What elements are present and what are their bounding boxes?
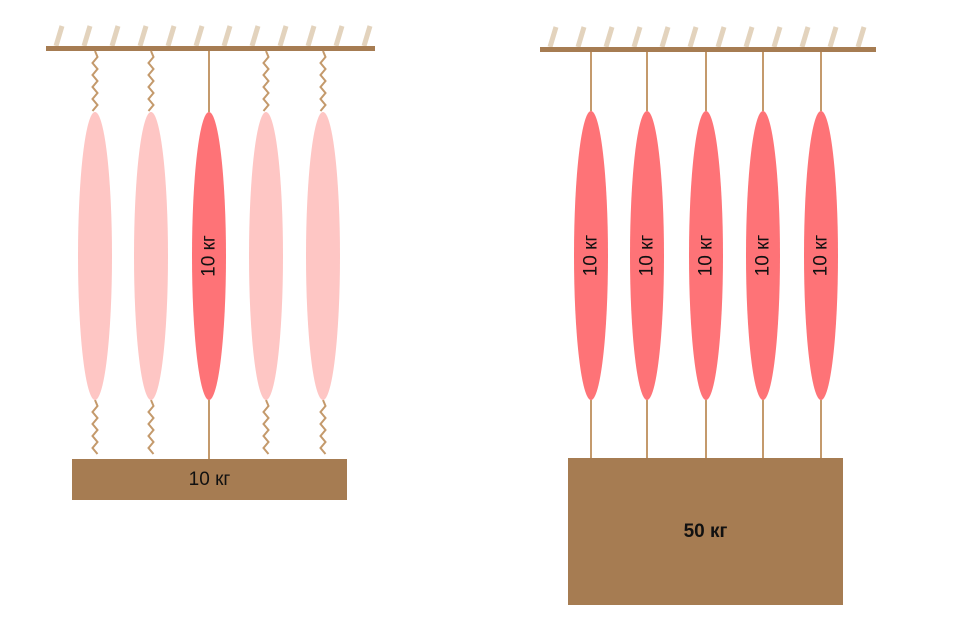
tendon-bottom: [91, 399, 99, 455]
tendon-bottom: [319, 399, 327, 455]
ceiling-hatch: [277, 25, 289, 47]
ceiling-hatch: [687, 26, 699, 48]
ceiling-bar: [540, 47, 876, 52]
ceiling-hatch: [249, 25, 261, 47]
load-label: 50 кг: [684, 521, 728, 542]
load-block: [568, 458, 843, 605]
ceiling-hatch: [575, 26, 587, 48]
muscle-fiber-inactive: [306, 112, 340, 400]
muscle-fiber-active: [689, 111, 723, 400]
ceiling-hatch: [547, 26, 559, 48]
fiber-load-label: 10 кг: [696, 235, 717, 277]
ceiling-hatch: [305, 25, 317, 47]
right-panel: 10 кг 10 кг 10 кг 10 кг 10 кг 50 кг: [540, 26, 876, 605]
ceiling-bar: [46, 46, 375, 51]
ceiling-hatch: [193, 25, 205, 47]
muscle-fiber-active: [574, 111, 608, 400]
fiber-load-label: 10 кг: [811, 235, 832, 277]
muscle-fiber-inactive: [134, 112, 168, 400]
ceiling-hatch: [715, 26, 727, 48]
tendon-top: [262, 50, 270, 112]
load-label: 10 кг: [189, 469, 231, 490]
ceiling-hatch: [165, 25, 177, 47]
load-block: [72, 459, 347, 500]
ceiling-hatch: [743, 26, 755, 48]
tendon-top: [91, 50, 99, 112]
ceiling-hatch: [333, 25, 345, 47]
ceiling-hatch: [81, 25, 93, 47]
ceiling-hatch: [603, 26, 615, 48]
ceiling-hatch: [53, 25, 65, 47]
ceiling-hatch: [137, 25, 149, 47]
ceiling-hatch: [109, 25, 121, 47]
tendon-top: [319, 50, 327, 112]
ceiling-hatch: [631, 26, 643, 48]
fiber-load-label: 10 кг: [199, 235, 220, 277]
muscle-fiber-active: [746, 111, 780, 400]
left-panel: 10 кг 10 кг: [46, 25, 375, 500]
fiber-load-label: 10 кг: [753, 235, 774, 277]
muscle-fiber-inactive: [78, 112, 112, 400]
fiber-load-label: 10 кг: [637, 235, 658, 277]
fiber-load-label: 10 кг: [581, 235, 602, 277]
muscle-fiber-inactive: [249, 112, 283, 400]
ceiling-hatch: [855, 26, 867, 48]
ceiling-hatch: [659, 26, 671, 48]
tendon-bottom: [147, 399, 155, 455]
ceiling-hatch: [221, 25, 233, 47]
tendon-bottom: [262, 399, 270, 455]
muscle-fiber-active: [804, 111, 838, 400]
ceiling-hatch: [827, 26, 839, 48]
ceiling-hatch: [361, 25, 373, 47]
muscle-fiber-active: [630, 111, 664, 400]
ceiling-hatch: [799, 26, 811, 48]
muscle-fiber-active: [192, 112, 226, 400]
tendon-top: [147, 50, 155, 112]
ceiling-hatch: [771, 26, 783, 48]
